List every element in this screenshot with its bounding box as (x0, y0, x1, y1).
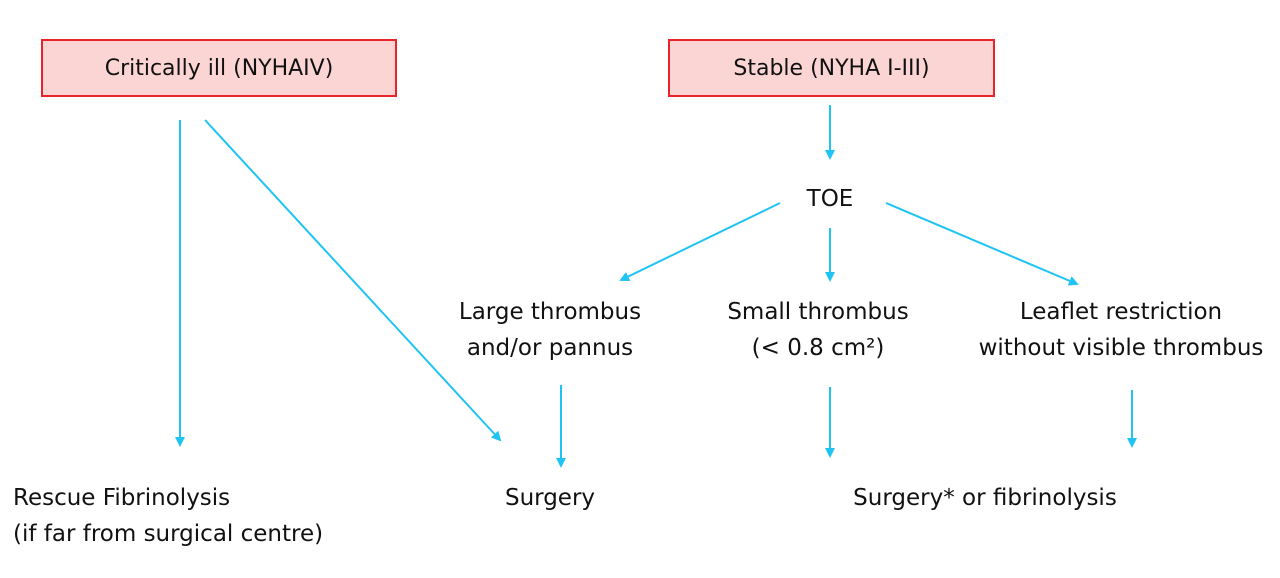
small-thrombus-line2: (< 0.8 cm²) (751, 335, 885, 361)
leaflet-restriction-line1: Leaflet restriction (1019, 299, 1223, 325)
small-thrombus-node: Small thrombus (< 0.8 cm²) (700, 294, 936, 366)
stable-box: Stable (NYHA I-III) (668, 39, 995, 97)
large-thrombus-line2: and/or pannus (466, 335, 634, 361)
large-thrombus-node: Large thrombus and/or pannus (430, 294, 670, 366)
surgery-or-fibrinolysis-label: Surgery* or fibrinolysis (853, 485, 1117, 511)
toe-label: TOE (806, 186, 854, 212)
surgery-or-fibrinolysis-node: Surgery* or fibrinolysis (820, 480, 1150, 516)
leaflet-restriction-line2: without visible thrombus (978, 335, 1264, 361)
arrow-toe-to-large-thrombus (619, 202, 781, 282)
arrow-critical-to-surgery (204, 119, 502, 442)
rescue-fibrinolysis-node: Rescue Fibrinolysis (if far from surgica… (13, 480, 353, 552)
toe-node: TOE (780, 181, 880, 217)
leaflet-restriction-node: Leaflet restriction without visible thro… (966, 294, 1276, 366)
stable-label: Stable (NYHA I-III) (733, 55, 930, 81)
rescue-fibrinolysis-line2: (if far from surgical centre) (13, 521, 324, 547)
critically-ill-label: Critically ill (NYHAIV) (104, 55, 334, 81)
surgery-node: Surgery (480, 480, 620, 516)
rescue-fibrinolysis-line1: Rescue Fibrinolysis (13, 485, 231, 511)
arrow-toe-to-leaflet (885, 202, 1079, 286)
surgery-label: Surgery (504, 485, 596, 511)
small-thrombus-line1: Small thrombus (727, 299, 909, 325)
critically-ill-box: Critically ill (NYHAIV) (41, 39, 397, 97)
large-thrombus-line1: Large thrombus (458, 299, 642, 325)
